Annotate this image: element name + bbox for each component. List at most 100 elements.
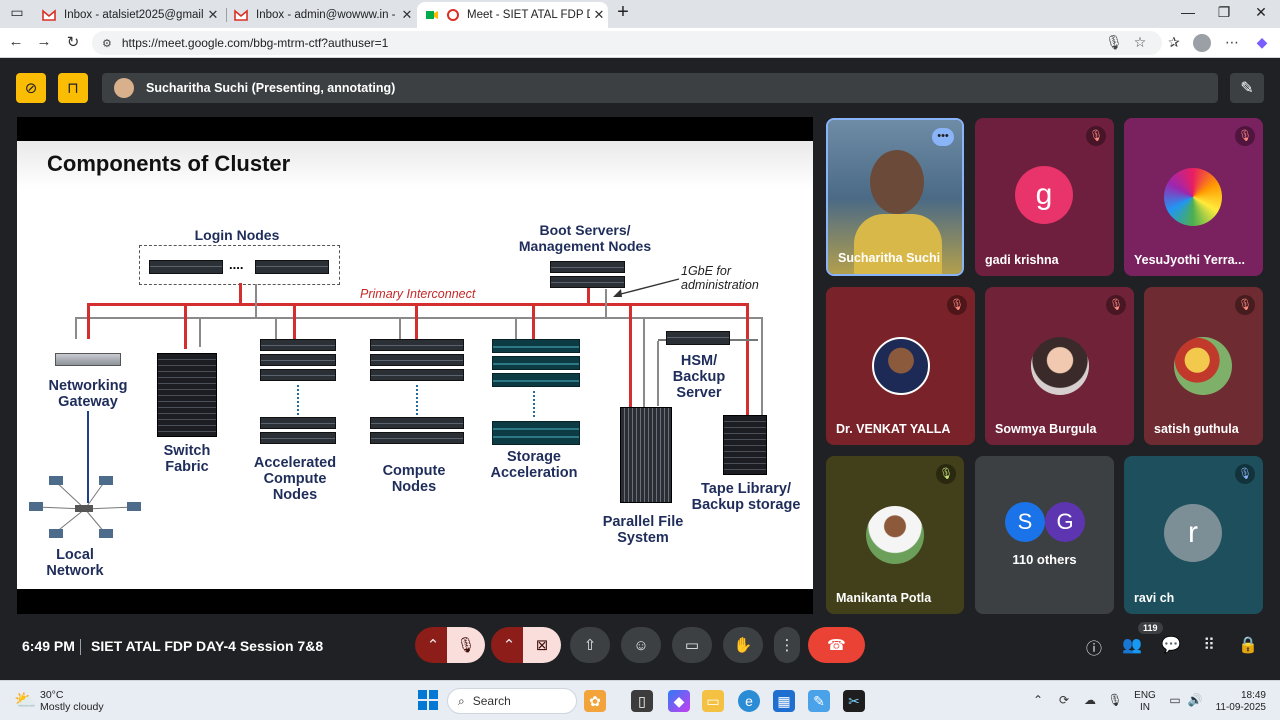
more-options-icon[interactable]: ••• bbox=[932, 128, 954, 146]
url-input[interactable]: ⚙ https://meet.google.com/bbg-mtrm-ctf?a… bbox=[92, 31, 1162, 55]
tape-library-label: Tape Library/ Backup storage bbox=[691, 481, 801, 513]
snipping-icon[interactable]: ✂ bbox=[843, 690, 865, 712]
participant-tile-sowmya[interactable]: 🎙 Sowmya Burgula bbox=[985, 287, 1134, 445]
connector-line bbox=[761, 317, 763, 421]
favorites-icon[interactable]: ✰ bbox=[1168, 34, 1180, 50]
url-text: https://meet.google.com/bbg-mtrm-ctf?aut… bbox=[121, 36, 389, 50]
server-icon bbox=[370, 432, 464, 444]
reactions-button[interactable]: ☺ bbox=[621, 627, 661, 663]
favorite-star-icon[interactable]: ☆ bbox=[1133, 34, 1147, 50]
people-icon[interactable]: 👥 bbox=[1122, 637, 1142, 654]
microphone-icon[interactable]: 🎙 bbox=[1105, 34, 1123, 50]
volume-icon[interactable]: 🔊 bbox=[1187, 693, 1203, 707]
participant-tile-gadi[interactable]: 🎙 g gadi krishna bbox=[975, 118, 1114, 276]
avatar bbox=[872, 337, 930, 395]
start-icon[interactable] bbox=[418, 690, 438, 710]
window-close-icon[interactable]: ✕ bbox=[1255, 4, 1267, 20]
tab-gmail-2[interactable]: Inbox - admin@wowww.in - sling ✕ bbox=[226, 2, 416, 28]
more-icon[interactable]: ⋯ bbox=[1225, 34, 1239, 50]
connector-line bbox=[643, 317, 645, 407]
connector-line bbox=[532, 303, 535, 339]
reload-icon[interactable]: ↻ bbox=[66, 34, 80, 51]
connector-line bbox=[275, 317, 277, 339]
site-info-icon[interactable]: ⚙ bbox=[102, 37, 112, 50]
clock-widget[interactable]: 18:49 11-09-2025 bbox=[1210, 690, 1266, 714]
info-icon[interactable]: ⓘ bbox=[1085, 641, 1102, 658]
host-controls-icon[interactable]: 🔒 bbox=[1238, 637, 1258, 654]
close-icon[interactable]: ✕ bbox=[593, 7, 605, 22]
forward-icon[interactable]: → bbox=[36, 33, 52, 50]
connector-line bbox=[415, 303, 418, 339]
new-tab-icon[interactable]: + bbox=[617, 1, 629, 23]
tab-gmail-1[interactable]: Inbox - atalsiet2025@gmail.com ✕ bbox=[34, 2, 222, 28]
cloud-icon[interactable]: ☁ bbox=[1084, 693, 1096, 707]
copilot-app-icon[interactable]: ◆ bbox=[668, 690, 690, 712]
slide-header bbox=[17, 141, 813, 189]
weather-widget[interactable]: 30°C Mostly cloudy bbox=[40, 689, 104, 713]
participant-tile-ravi[interactable]: 🎙 r ravi ch bbox=[1124, 456, 1263, 614]
avatar: G bbox=[1045, 502, 1085, 542]
presentation-toggle-button[interactable]: ⊘ bbox=[16, 73, 46, 103]
network-icon[interactable]: ▭ bbox=[1169, 693, 1181, 707]
avatar: g bbox=[1015, 166, 1073, 224]
microphone-icon[interactable]: 🎙 bbox=[1107, 693, 1123, 707]
connector-line bbox=[255, 284, 257, 318]
copilot-icon[interactable]: ◆ bbox=[1256, 34, 1268, 50]
boot-servers-label: Boot Servers/ Management Nodes bbox=[518, 222, 652, 254]
chevron-up-icon[interactable]: ⌃ bbox=[1032, 693, 1044, 707]
store-icon[interactable]: ▦ bbox=[773, 690, 795, 712]
sync-icon[interactable]: ⟳ bbox=[1058, 693, 1070, 707]
connector-line bbox=[184, 303, 187, 349]
language-indicator[interactable]: ENG IN bbox=[1130, 690, 1160, 714]
phone-hangup-icon: ☎ bbox=[827, 637, 846, 654]
connector-line bbox=[629, 303, 632, 407]
close-icon[interactable]: ✕ bbox=[401, 7, 413, 22]
connector-line bbox=[515, 317, 517, 339]
file-explorer-icon[interactable]: ▭ bbox=[702, 690, 724, 712]
leave-call-button[interactable]: ☎ bbox=[808, 627, 865, 663]
profile-avatar[interactable] bbox=[1193, 34, 1211, 52]
more-options-button[interactable]: ⋮ bbox=[774, 627, 800, 663]
participant-tile-manikanta[interactable]: 🎙 Manikanta Potla bbox=[826, 456, 964, 614]
raise-hand-button[interactable]: ✋ bbox=[723, 627, 763, 663]
connector-line bbox=[605, 289, 607, 318]
connector-line bbox=[533, 391, 535, 417]
camera-toggle-button[interactable]: ⊠ bbox=[523, 627, 561, 663]
video-options-button[interactable]: ⌃ bbox=[491, 627, 527, 663]
avatar bbox=[866, 506, 924, 564]
arrow-icon bbox=[613, 278, 680, 297]
recording-icon bbox=[447, 9, 459, 21]
close-icon[interactable]: ✕ bbox=[207, 7, 219, 22]
edge-icon[interactable]: e bbox=[738, 690, 760, 712]
maximize-icon[interactable]: ❐ bbox=[1217, 4, 1231, 20]
back-icon[interactable]: ← bbox=[8, 33, 24, 50]
participant-tile-venkat[interactable]: 🎙 Dr. VENKAT YALLA bbox=[826, 287, 975, 445]
paint-icon[interactable]: ✎ bbox=[808, 690, 830, 712]
networking-gateway-label: Networking Gateway bbox=[48, 378, 128, 410]
widget-icon[interactable]: ✿ bbox=[584, 690, 606, 712]
browser-tab-bar: ▭ Inbox - atalsiet2025@gmail.com ✕ Inbox… bbox=[0, 0, 1280, 28]
present-button[interactable]: ⇧ bbox=[570, 627, 610, 663]
chevron-up-icon: ⌃ bbox=[426, 637, 440, 654]
activities-icon[interactable]: ⠿ bbox=[1203, 637, 1215, 654]
tab-actions-icon[interactable]: ▭ bbox=[10, 4, 24, 20]
connector-line bbox=[87, 303, 90, 339]
search-box[interactable]: ⌕ Search bbox=[447, 688, 577, 714]
participant-tile-sucharitha[interactable]: ••• Sucharitha Suchi bbox=[826, 118, 964, 276]
participant-name: Manikanta Potla bbox=[836, 591, 932, 605]
layout-button[interactable]: ⊓ bbox=[58, 73, 88, 103]
participant-tile-satish[interactable]: 🎙 satish guthula bbox=[1144, 287, 1263, 445]
taskbar: ⛅ 30°C Mostly cloudy ⌕ Search ✿ ▯ ◆ ▭ e … bbox=[0, 680, 1280, 720]
meeting-name: SIET ATAL FDP DAY-4 Session 7&8 bbox=[91, 638, 324, 654]
participant-tile-yesujyothi[interactable]: 🎙 YesuJyothi Yerra... bbox=[1124, 118, 1263, 276]
task-view-icon[interactable]: ▯ bbox=[631, 690, 653, 712]
mic-toggle-button[interactable]: 🎙 bbox=[447, 627, 485, 663]
minimize-icon[interactable]: — bbox=[1181, 4, 1195, 20]
chat-icon[interactable]: 💬 bbox=[1161, 637, 1181, 654]
annotate-button[interactable]: ✎ bbox=[1230, 73, 1264, 103]
weather-icon[interactable]: ⛅ bbox=[14, 690, 37, 710]
participant-tile-others[interactable]: S G 110 others bbox=[975, 456, 1114, 614]
captions-button[interactable]: ▭ bbox=[672, 627, 712, 663]
audio-options-button[interactable]: ⌃ bbox=[415, 627, 451, 663]
tab-meet[interactable]: Meet - SIET ATAL FDP DAY-4 ✕ bbox=[417, 2, 608, 28]
